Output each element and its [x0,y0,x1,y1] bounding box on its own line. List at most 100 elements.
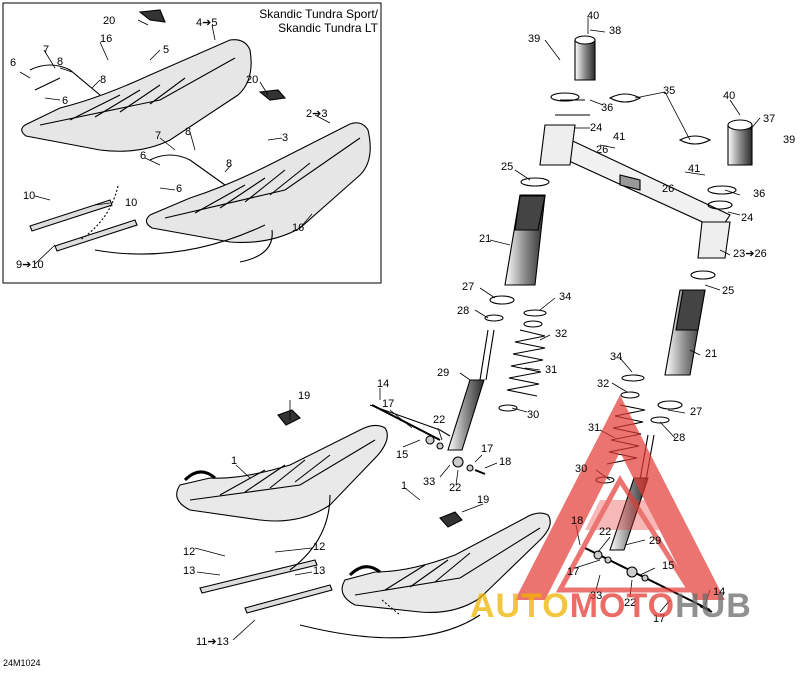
callout-label: 40 [587,10,600,22]
callout-label: 16 [100,33,113,45]
ski-main-upper [176,404,451,522]
callout-label: 6 [62,95,69,107]
callout-label: 30 [575,463,588,475]
inset-frame [2,2,382,284]
callout-label: 29 [437,367,450,379]
callout-label: 24 [741,212,754,224]
callout-label: 12 [313,541,326,553]
callout-label: 26 [596,144,609,156]
inset-runners [29,185,273,263]
watermark-hub: HUB [675,587,752,625]
callout-label: 37 [763,113,776,125]
callout-label: 41 [688,163,701,175]
inset-ski-lower [145,89,371,243]
callout-label: 33 [423,476,436,488]
callout-label: 6 [10,57,17,69]
callout-label: 1 [401,480,408,492]
callout-label: 16 [292,222,305,234]
callout-label: 39 [528,33,541,45]
callout-label: 17 [653,613,666,625]
watermark-moto: MOTO [569,587,676,625]
callout-label: 29 [649,535,662,547]
callout-label: 17 [382,398,395,410]
callout-label: 3 [282,132,289,144]
callout-label: 18 [571,515,584,527]
carbide-runners [199,494,481,639]
callout-label: 30 [527,409,540,421]
spindle-bolts [371,404,713,613]
callout-label: 24 [590,122,603,134]
callout-label: 8 [185,126,192,138]
callout-label: 33 [590,590,603,602]
callout-label: 35 [663,85,676,97]
callout-label: 17 [481,443,494,455]
callout-label: 39 [783,134,796,146]
callout-label: 28 [673,432,686,444]
callout-label: 36 [753,188,766,200]
callout-label: 9➔10 [16,259,44,271]
callout-label: 13 [183,565,196,577]
shock-boots [484,194,716,424]
callout-label: 19 [477,494,490,506]
callout-label: 4➔5 [196,17,218,29]
callout-label: 21 [705,348,718,360]
watermark-auto: AUTO [470,587,570,625]
callout-label: 22 [624,597,637,609]
diagram-code: 24M1024 [3,658,41,668]
inset-ski-upper [21,9,252,152]
callout-label: 22 [599,526,612,538]
callout-label: 14 [377,378,390,390]
callout-label: 38 [609,25,622,37]
callout-label: 40 [723,90,736,102]
callout-label: 12 [183,546,196,558]
callout-label: 25 [722,285,735,297]
inset-title: Skandic Tundra Sport/ Skandic Tundra LT [238,7,378,35]
callout-label: 8 [57,56,64,68]
suspension-frame [520,35,753,259]
inset-title-line2: Skandic Tundra LT [278,21,378,35]
callout-label: 1 [231,455,238,467]
callout-label: 34 [559,291,572,303]
callout-label: 15 [396,449,409,461]
callout-label: 34 [610,351,623,363]
callout-label: 14 [713,586,726,598]
callout-label: 8 [100,74,107,86]
callout-label: 32 [597,378,610,390]
callout-label: 8 [226,158,233,170]
callout-label: 28 [457,305,470,317]
callout-label: 15 [662,560,675,572]
callout-label: 6 [176,183,183,195]
callout-label: 27 [690,406,703,418]
callout-label: 22 [449,482,462,494]
callout-label: 32 [555,328,568,340]
callout-label: 7 [155,130,162,142]
callout-label: 17 [567,566,580,578]
callout-label: 36 [601,102,614,114]
callout-label: 20 [246,74,259,86]
callout-label: 23➔26 [733,248,767,260]
callout-label: 5 [163,44,170,56]
callout-label: 22 [433,414,446,426]
callout-label: 7 [43,44,50,56]
callout-label: 31 [545,364,558,376]
callout-label: 21 [479,233,492,245]
callout-label: 6 [140,150,147,162]
callout-label: 41 [613,131,626,143]
callout-label: 27 [462,281,475,293]
callout-label: 11➔13 [196,636,229,648]
callout-label: 18 [499,456,512,468]
watermark-text: AUTOMOTOHUB [470,588,752,624]
callout-label: 20 [103,15,116,27]
inset-title-line1: Skandic Tundra Sport/ [259,7,378,21]
callout-label: 26 [662,183,675,195]
ski-main-lower [341,511,551,613]
callout-label: 10 [23,190,36,202]
callout-label: 10 [125,197,138,209]
callout-label: 19 [298,390,311,402]
callout-label: 31 [588,422,601,434]
callout-label: 2➔3 [306,108,328,120]
watermark-triangle [515,395,725,600]
callout-label: 25 [501,161,514,173]
